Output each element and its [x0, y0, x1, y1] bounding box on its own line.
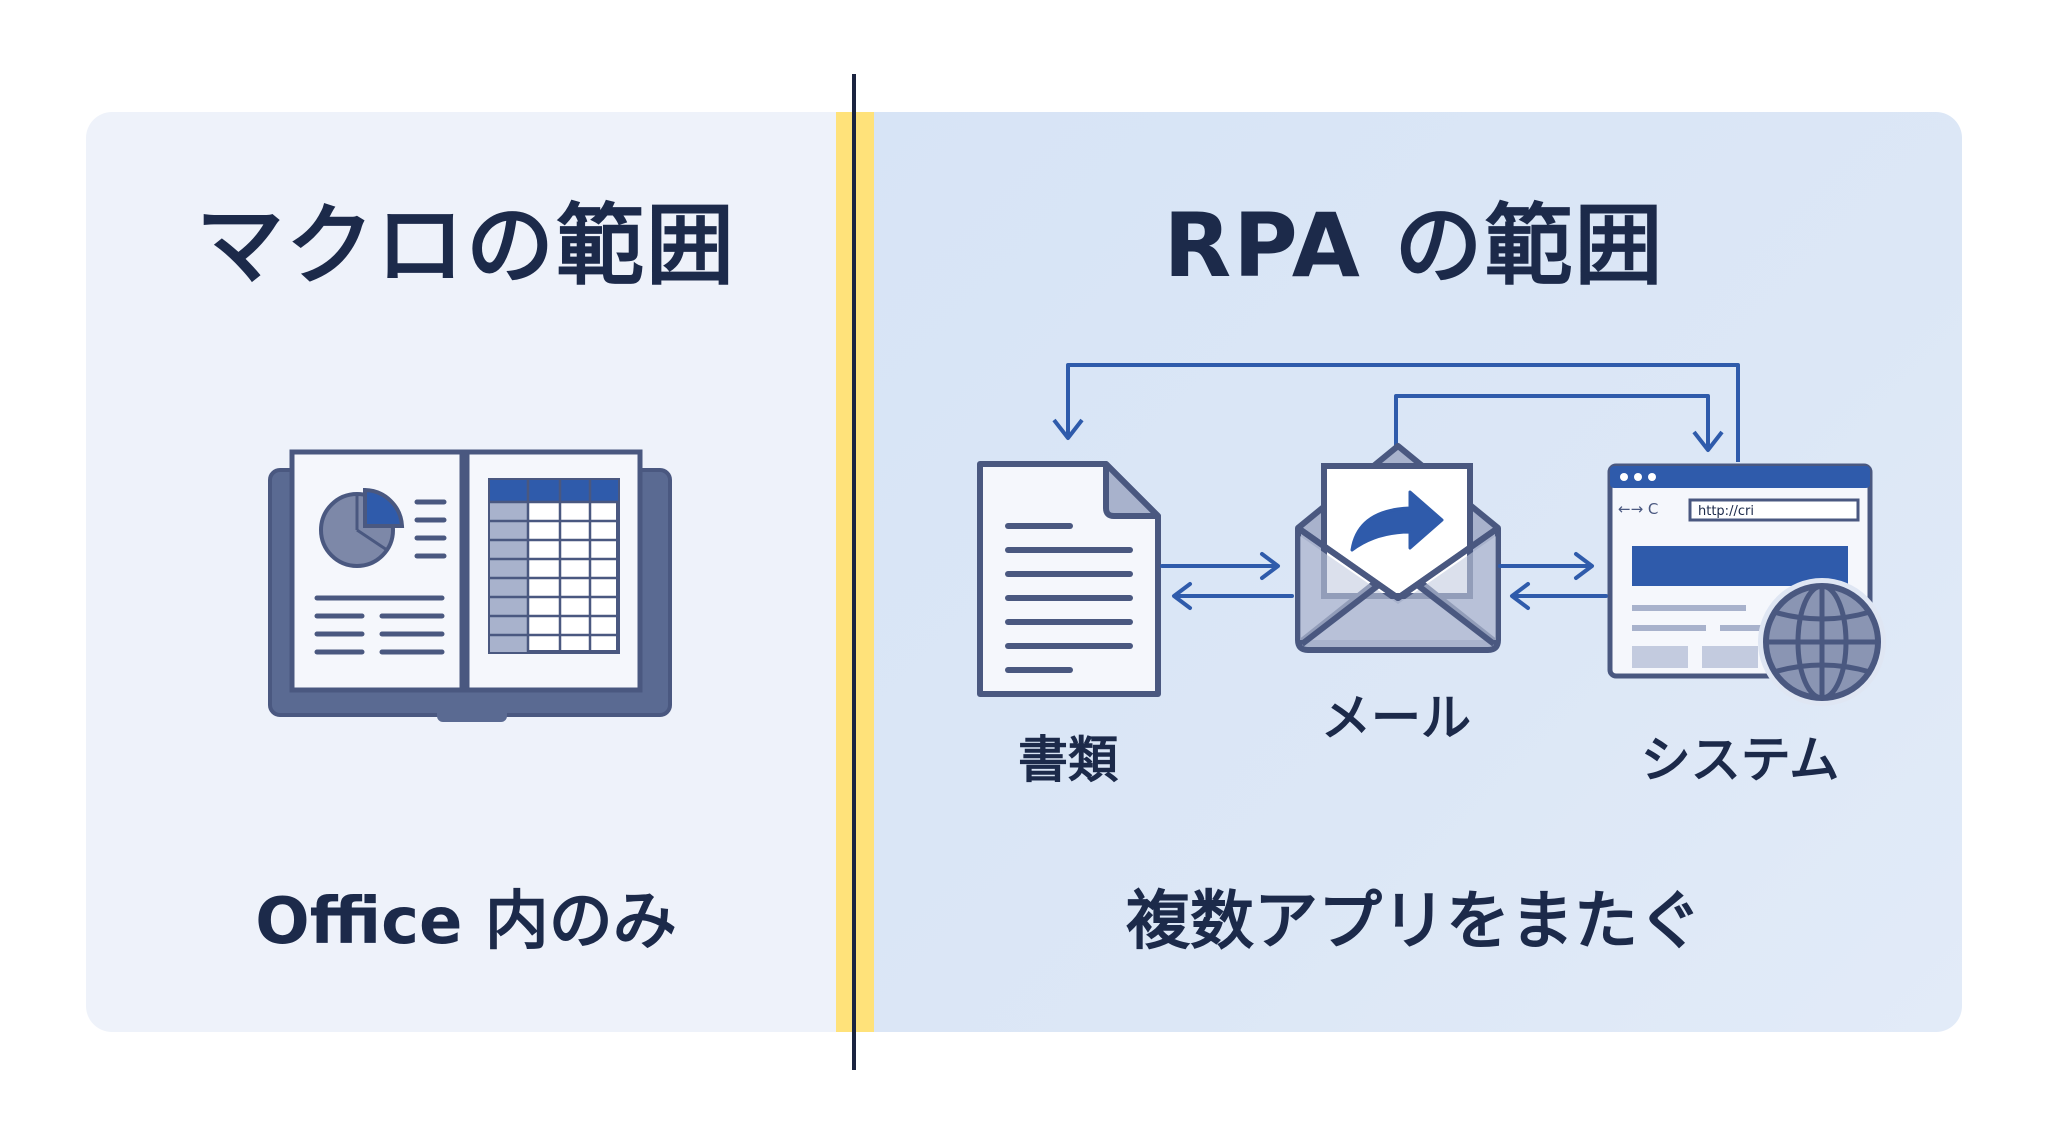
svg-text:←→ C: ←→ C — [1618, 500, 1658, 518]
rpa-scope-title: RPA の範囲 — [1163, 194, 1665, 297]
browser-url: http://cri — [1698, 504, 1754, 519]
node-label-mail: メール — [1321, 689, 1471, 747]
divider-line — [852, 74, 856, 1070]
node-label-system: システム — [1640, 731, 1840, 789]
rpa-scope-caption: 複数アプリをまたぐ — [1126, 885, 1702, 959]
envelope-forward-icon — [1295, 443, 1501, 653]
document-icon — [977, 461, 1161, 697]
node-label-document: 書類 — [1018, 731, 1118, 789]
macro-scope-title: マクロの範囲 — [195, 194, 736, 297]
browser-globe-icon: ←→ C http://cri — [1607, 463, 1886, 706]
open-book-icon — [268, 449, 672, 722]
macro-scope-caption: Office 内のみ — [255, 885, 677, 959]
